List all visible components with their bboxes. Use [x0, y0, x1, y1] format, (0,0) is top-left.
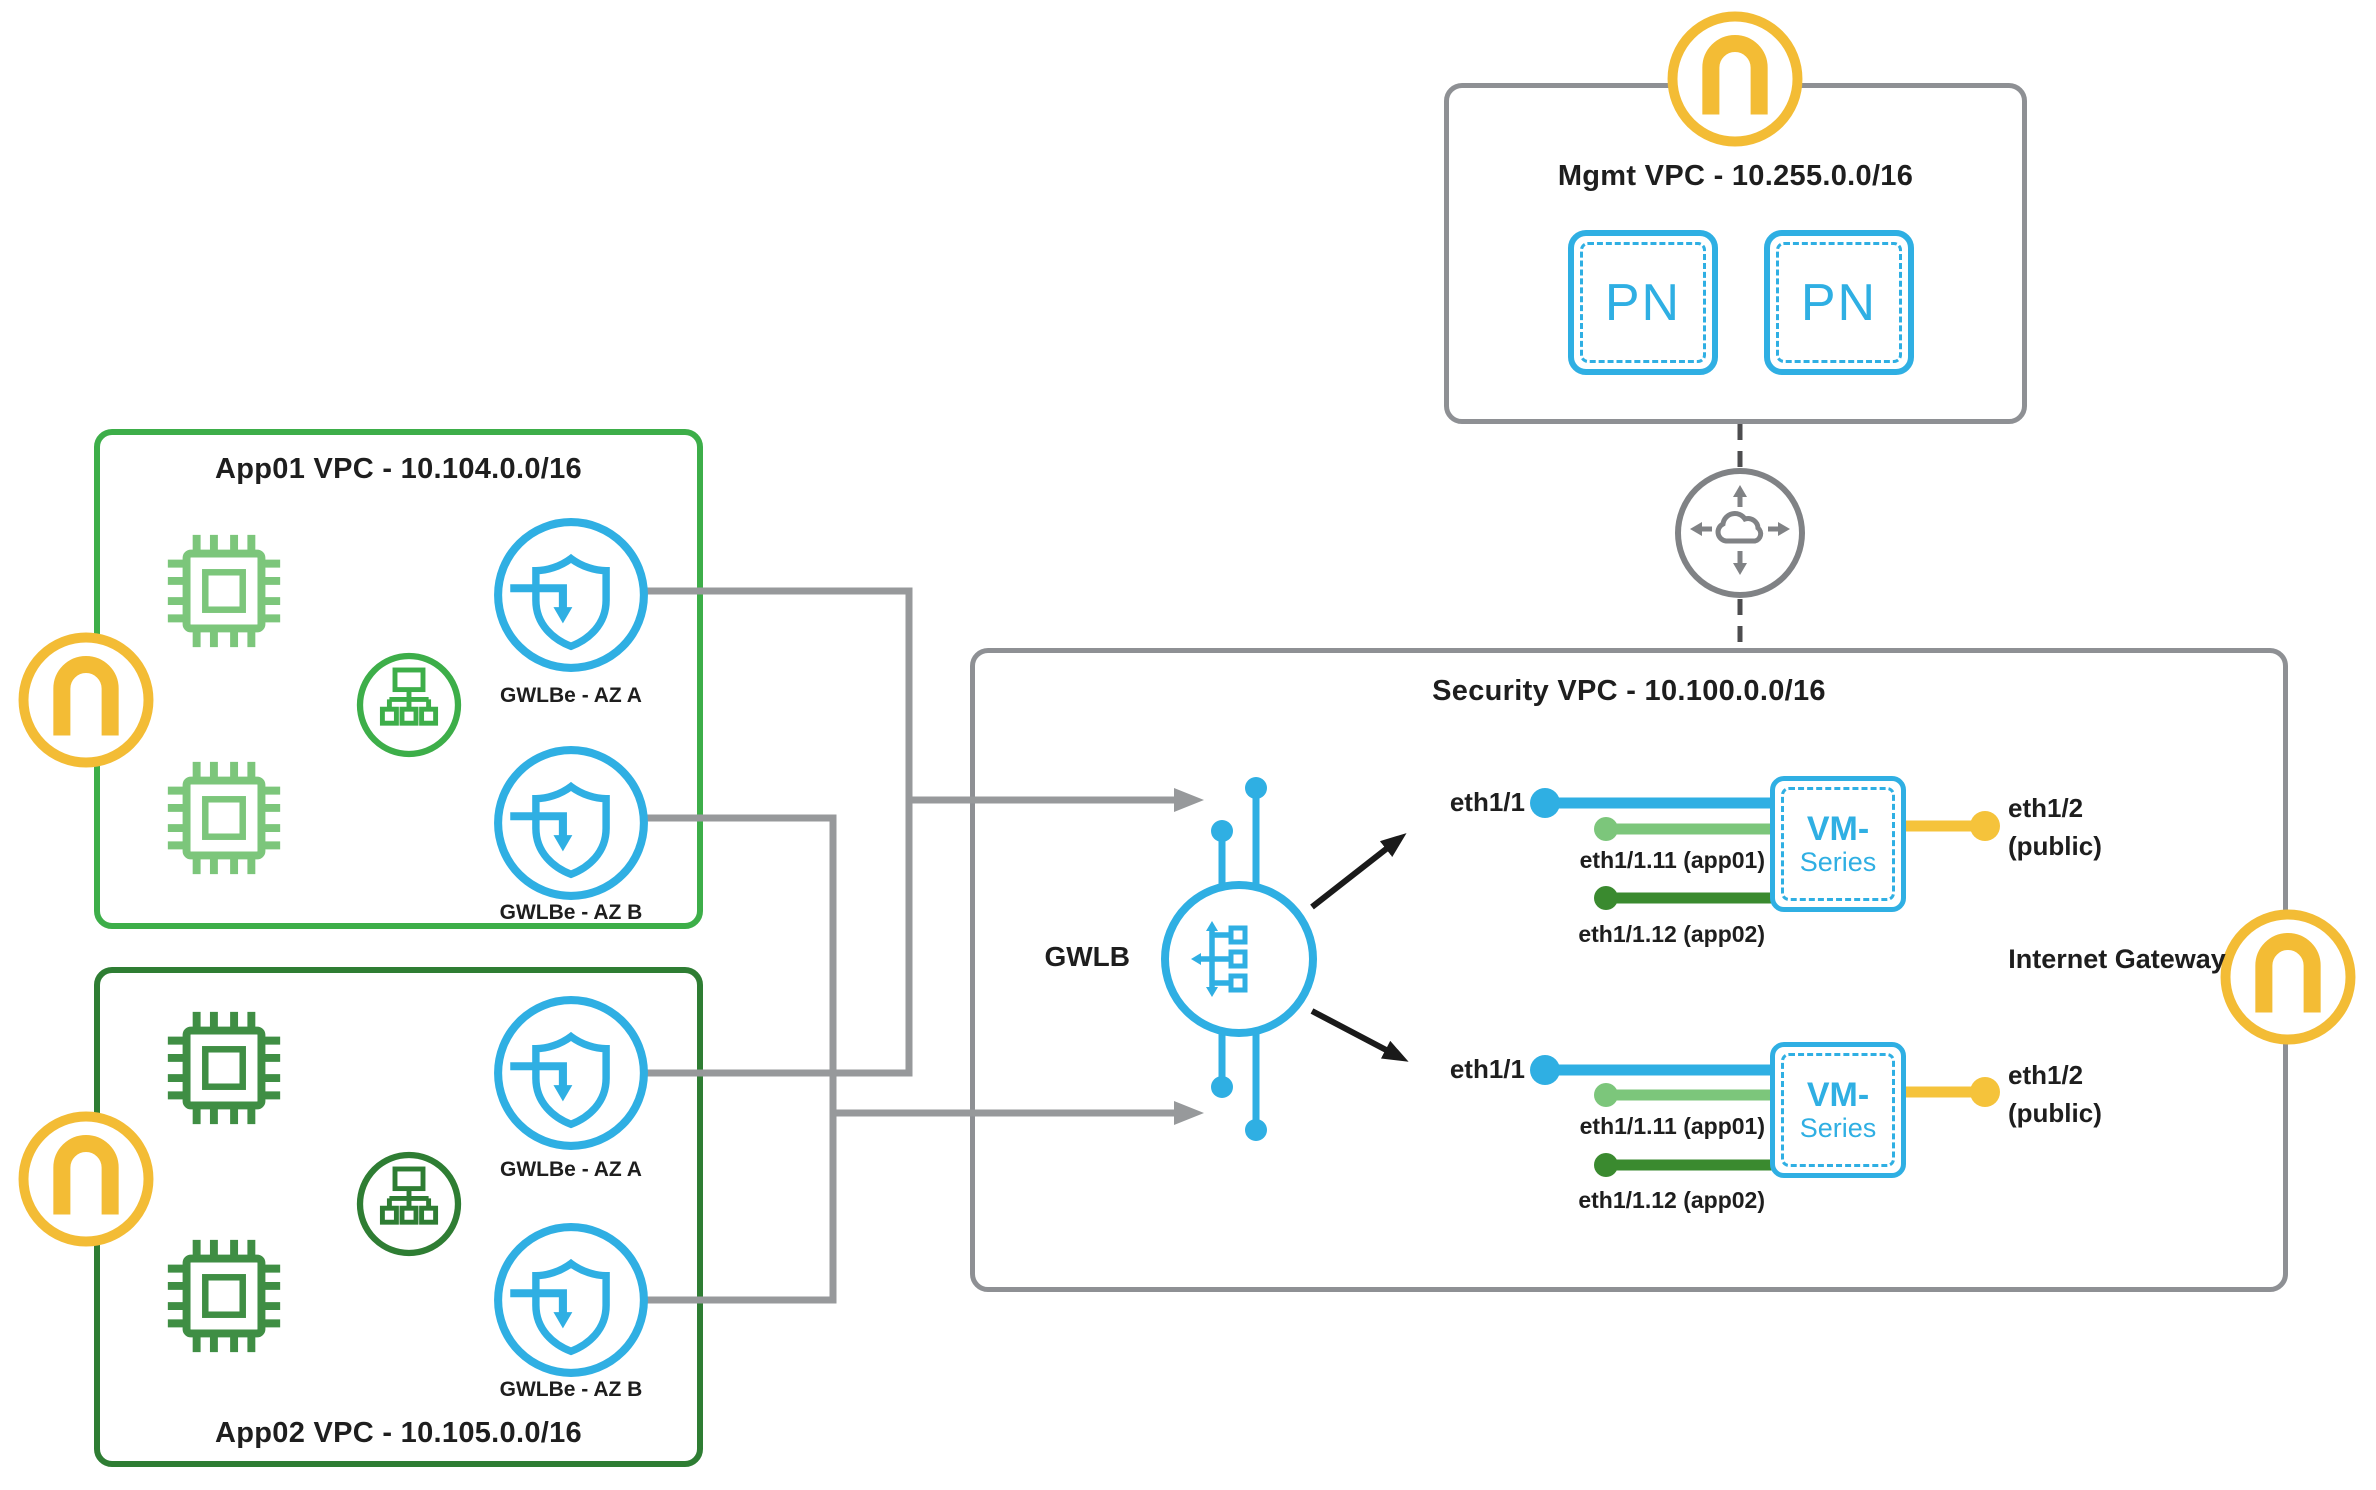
pn-label: PN — [1800, 273, 1878, 332]
pn-node-2-inner: PN — [1776, 242, 1902, 363]
app02-gwlbe-az-a-label: GWLBe - AZ A — [500, 1158, 642, 1181]
transit-gateway-icon — [1678, 471, 1802, 595]
vm-series-label-line2: Series — [1799, 1113, 1877, 1143]
app02-gwlbe-az-b-label: GWLBe - AZ B — [499, 1378, 643, 1401]
vm1-eth1-1-dot — [1530, 788, 1560, 818]
gwlb-to-vm2-arrow — [1310, 1008, 1409, 1062]
vm-series-node-1: VM- Series — [1770, 776, 1906, 912]
vm2-eth1-1-11-label: eth1/1.11 (app01) — [1579, 1113, 1765, 1139]
mgmt-vpc-title: Mgmt VPC - 10.255.0.0/16 — [1557, 160, 1914, 192]
vm-series-node-2-inner: VM- Series — [1781, 1053, 1895, 1167]
app02-gwlbe-az-a-icon — [498, 1000, 644, 1146]
vm2-eth1-1-dot — [1530, 1055, 1560, 1085]
mgmt-pan-arch-icon — [1673, 17, 1798, 142]
vm1-eth1-2-label-line2: (public) — [2008, 831, 2102, 861]
app01-gwlbe-az-b-label: GWLBe - AZ B — [499, 901, 643, 924]
app02-cpu-icon-1 — [168, 1012, 280, 1124]
app01-vpc-title: App01 VPC - 10.104.0.0/16 — [215, 453, 582, 485]
vm2-eth1-2-label: eth1/2 (public) — [2008, 1056, 2102, 1132]
vm2-eth1-1-12-dot — [1594, 1153, 1618, 1177]
vm2-eth1-2-label-line2: (public) — [2008, 1098, 2102, 1128]
vm1-eth1-1-12-label: eth1/1.12 (app02) — [1578, 921, 1765, 947]
vm1-interface-lines — [1530, 788, 2000, 910]
vm-series-label-line1: VM- — [1806, 810, 1870, 848]
vm1-eth1-1-11-label: eth1/1.11 (app01) — [1579, 847, 1765, 873]
pn-label: PN — [1604, 273, 1682, 332]
vm2-eth1-1-12-label: eth1/1.12 (app02) — [1578, 1187, 1765, 1213]
vm-series-label-line1: VM- — [1806, 1076, 1870, 1114]
vm1-eth1-2-label-line1: eth1/2 — [2008, 793, 2084, 823]
gwlb-to-vm1-arrow — [1310, 833, 1407, 910]
connector-az-b-bus — [644, 814, 837, 1304]
pn-node-2: PN — [1764, 230, 1914, 375]
gwlb-icon — [1161, 777, 1317, 1141]
connector-az-a-bus — [644, 587, 913, 1077]
app02-vpc-title: App02 VPC - 10.105.0.0/16 — [215, 1417, 582, 1449]
vm1-eth1-2-label: eth1/2 (public) — [2008, 789, 2102, 865]
vm2-eth1-2-dot — [1970, 1077, 2000, 1107]
app01-gwlbe-az-b-icon — [498, 750, 644, 896]
vm1-eth1-2-dot — [1970, 811, 2000, 841]
internet-gateway-arch-icon — [2226, 915, 2351, 1040]
vm2-eth1-1-11-dot — [1594, 1083, 1618, 1107]
vm1-eth1-1-12-dot — [1594, 886, 1618, 910]
app02-gwlbe-az-b-icon — [498, 1227, 644, 1373]
pn-node-1-inner: PN — [1580, 242, 1706, 363]
app02-cpu-icon-2 — [168, 1240, 280, 1352]
vm-series-label-line2: Series — [1799, 847, 1877, 877]
vm1-eth1-1-label: eth1/1 — [1449, 787, 1525, 817]
gwlb-label: GWLB — [1044, 941, 1130, 972]
app01-cpu-icon-1 — [168, 535, 280, 647]
security-vpc-title: Security VPC - 10.100.0.0/16 — [1432, 675, 1826, 707]
app01-cpu-icon-2 — [168, 762, 280, 874]
app01-gwlbe-az-a-icon — [498, 522, 644, 668]
app01-gwlbe-az-a-label: GWLBe - AZ A — [500, 684, 642, 707]
vm2-eth1-2-label-line1: eth1/2 — [2008, 1060, 2084, 1090]
app02-pan-arch-icon — [24, 1117, 149, 1242]
vm1-eth1-1-11-dot — [1594, 817, 1618, 841]
app01-pan-arch-icon — [24, 638, 149, 763]
vm2-eth1-1-label: eth1/1 — [1449, 1054, 1525, 1084]
vm-series-node-2: VM- Series — [1770, 1042, 1906, 1178]
internet-gateway-label: Internet Gateway — [2008, 944, 2226, 974]
pn-node-1: PN — [1568, 230, 1718, 375]
vm2-interface-lines — [1530, 1055, 2000, 1177]
vm-series-node-1-inner: VM- Series — [1781, 787, 1895, 901]
